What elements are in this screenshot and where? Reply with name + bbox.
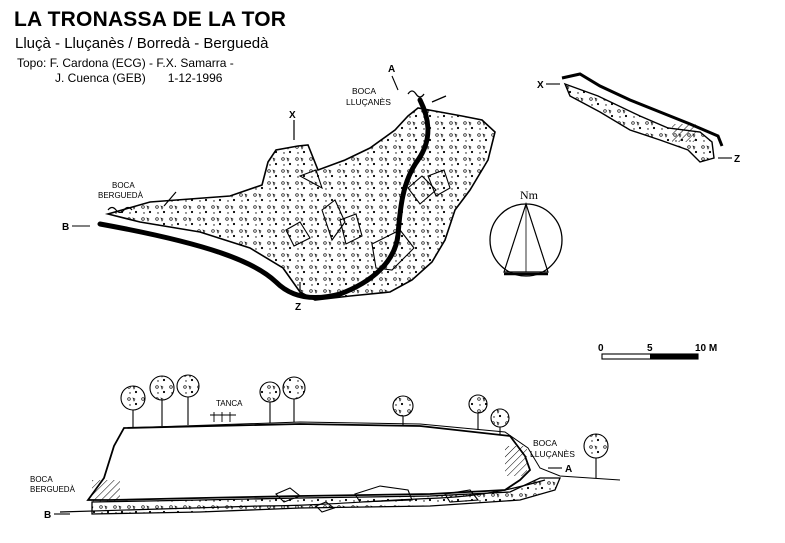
plan-label-z: Z [295,302,301,313]
plan-boulders [285,169,451,271]
plan-entrance-bergueda-label: BOCA [112,181,135,190]
tree [120,385,146,428]
plan-entrance-bergueda-mark [107,191,177,214]
profile-tanca-label: TANCA [216,399,243,408]
section-label-z: Z [734,154,740,165]
profile-rock-mass [86,423,532,501]
profile-trees [120,374,609,478]
survey-date: 1-12-1996 [167,71,223,85]
profile-view: TANCA BOCA LLUÇANÈS A BOCA BERGUEDÀ B [30,374,621,521]
profile-llucanes-wall [505,446,527,476]
profile-bergueda-wall [92,480,120,502]
profile-fence [210,412,236,422]
plan-label-a: A [388,64,395,75]
tree [583,433,609,478]
profile-entrance-bergueda-label: BOCA [30,475,53,484]
section-rock-top [561,72,724,147]
plan-label-x: X [289,110,296,121]
profile-ground-line [123,421,621,481]
plan-stream [97,97,431,301]
plan-entrance-llucanes-label-2: LLUÇANÈS [346,97,391,107]
plan-cave-outline [104,107,496,301]
profile-entrance-llucanes-label-2: LLUÇANÈS [530,449,575,459]
section-label-x: X [537,80,544,91]
survey-credits: Topo: F. Cardona (ECG) - F.X. Samarra - [17,56,234,70]
scale-bar-fill [650,354,698,359]
plan-view: X Z A BOCA LLUÇANÈS B BOCA BERGUEDÀ [62,64,496,313]
north-arrow: Nm [489,188,563,277]
profile-entrance-llucanes-label: BOCA [533,438,557,448]
section-passage [563,82,715,163]
scale-tick-10: 10 M [695,343,717,354]
profile-boulders [275,485,480,513]
plan-label-b: B [62,222,69,233]
plan-a-arrow [391,75,399,91]
north-label: Nm [520,188,539,202]
section-rock-hatch [672,124,696,142]
tree [149,375,175,426]
tree [282,376,306,422]
map-subtitle: Lluçà - Lluçanès / Borredà - Berguedà [15,35,269,52]
map-title: LA TRONASSA DE LA TOR [14,8,287,31]
scale-bar: 0 5 10 M [598,343,717,360]
credits-author: J. Cuenca (GEB) [55,71,146,85]
tree [490,408,510,434]
tree [392,395,414,425]
cross-section-x-z: X Z [537,72,740,165]
scale-tick-5: 5 [647,343,653,354]
profile-label-b: B [44,510,51,521]
profile-label-a: A [565,464,572,475]
tree [176,374,200,425]
tree [259,381,281,423]
plan-entrance-bergueda-label-2: BERGUEDÀ [98,191,144,200]
profile-passage [91,477,561,515]
scale-tick-0: 0 [598,343,604,354]
plan-entrance-llucanes-label: BOCA [352,86,376,96]
profile-stream [59,479,546,513]
tree [468,394,488,430]
profile-entrance-bergueda-label-2: BERGUEDÀ [30,485,76,494]
survey-credits-line2: J. Cuenca (GEB) 1-12-1996 [55,71,222,85]
plan-entrance-llucanes-mark [407,90,447,103]
